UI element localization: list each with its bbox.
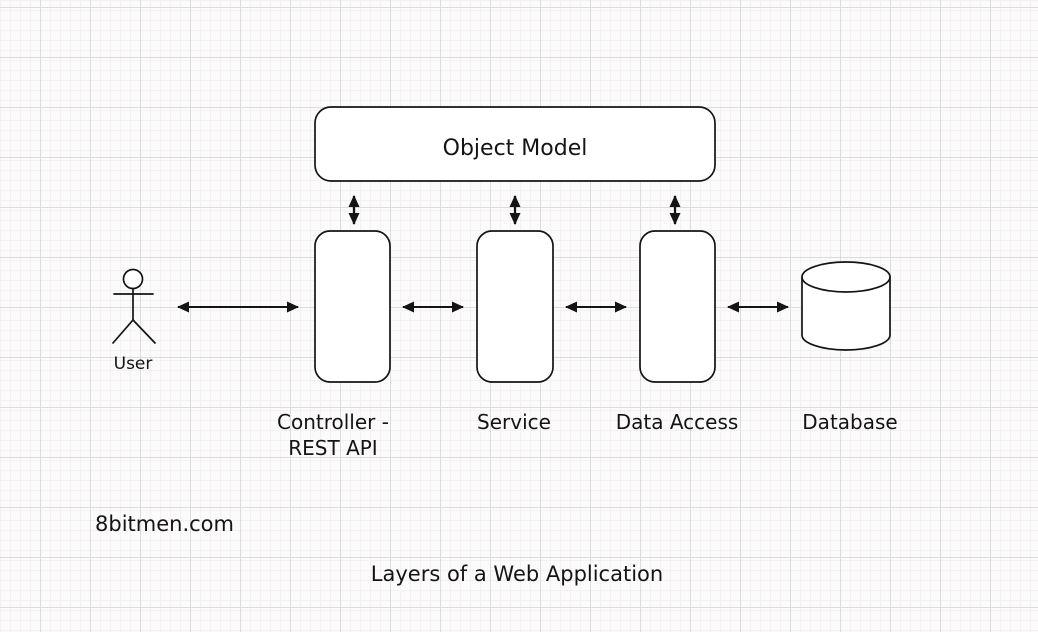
object-model-label: Object Model bbox=[443, 136, 588, 161]
user-leg-right bbox=[132, 319, 156, 344]
database-label: Database bbox=[802, 410, 897, 434]
diagram-title: Layers of a Web Application bbox=[371, 562, 663, 586]
service-node: Service bbox=[476, 230, 554, 434]
controller-box bbox=[314, 230, 391, 383]
user-leg-left bbox=[112, 319, 134, 344]
controller-node: Controller - REST API bbox=[277, 230, 391, 460]
data-access-label: Data Access bbox=[616, 410, 739, 434]
database-cylinder-body bbox=[801, 277, 891, 351]
database-cylinder-top bbox=[801, 261, 891, 293]
service-label: Service bbox=[477, 410, 551, 434]
controller-label-line2: REST API bbox=[288, 436, 377, 460]
object-model-node: Object Model bbox=[314, 106, 716, 182]
user-label: User bbox=[114, 354, 153, 374]
object-model-box bbox=[314, 106, 716, 182]
watermark-text: 8bitmen.com bbox=[95, 512, 234, 536]
service-box bbox=[476, 230, 554, 383]
user-head bbox=[122, 268, 144, 290]
controller-label-line1: Controller - bbox=[277, 410, 389, 434]
data-access-box bbox=[639, 230, 716, 383]
database-node: Database bbox=[801, 261, 898, 434]
user-figure: User bbox=[112, 268, 156, 374]
data-access-node: Data Access bbox=[616, 230, 739, 434]
